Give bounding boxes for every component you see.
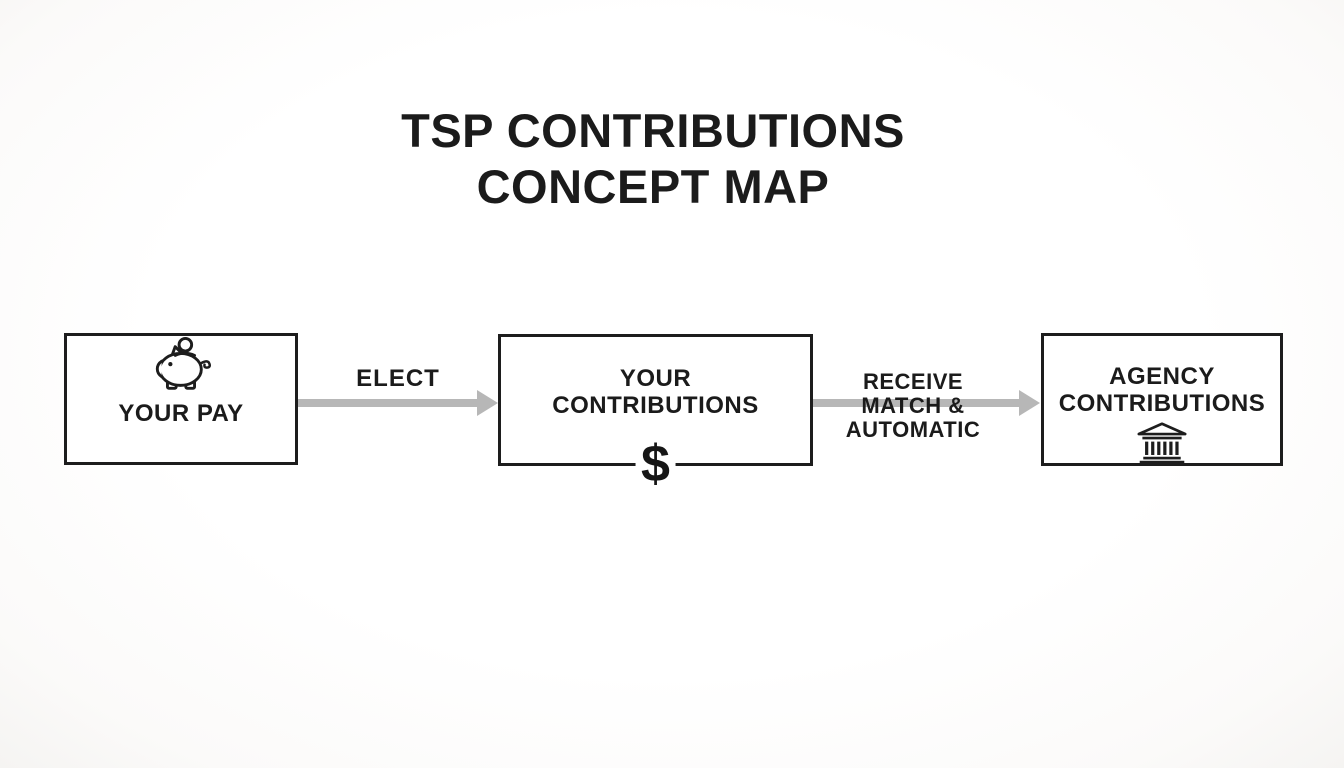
piggy-bank-icon [155,337,211,390]
edge-label-receive-line1: RECEIVE [862,369,964,394]
dollar-sign-icon: $ [635,438,676,490]
edge-label-elect: ELECT [356,365,440,392]
node-agency-label-line1: AGENCY [1109,363,1215,390]
edge-label-receive-line2: MATCH & [861,393,965,418]
arrow-receive-head [1019,390,1040,416]
arrow-receive-shaft [813,399,1021,407]
node-your-pay: YOUR PAY [64,333,298,465]
node-your-contributions-label-line2: CONTRIBUTIONS [552,392,759,419]
node-agency-label-line2: CONTRIBUTIONS [1058,390,1266,417]
node-your-contributions: YOUR CONTRIBUTIONS $ [498,334,813,490]
node-agency-contributions: AGENCY CONTRIBUTIONS [1041,333,1283,466]
edge-label-receive-line3: AUTOMATIC [845,417,981,442]
node-your-pay-label: YOUR PAY [118,400,244,427]
bank-building-icon [1137,422,1187,463]
edge-label-receive: RECEIVE MATCH & AUTOMATIC [800,370,1026,442]
node-your-contributions-label-line1: YOUR [619,365,692,392]
page-title: TSP CONTRIBUTIONS CONCEPT MAP [353,103,953,215]
page-title-line2: CONCEPT MAP [476,160,830,213]
arrow-elect-shaft [298,399,479,407]
arrow-elect-head [477,390,498,416]
page-title-line1: TSP CONTRIBUTIONS [401,104,905,157]
